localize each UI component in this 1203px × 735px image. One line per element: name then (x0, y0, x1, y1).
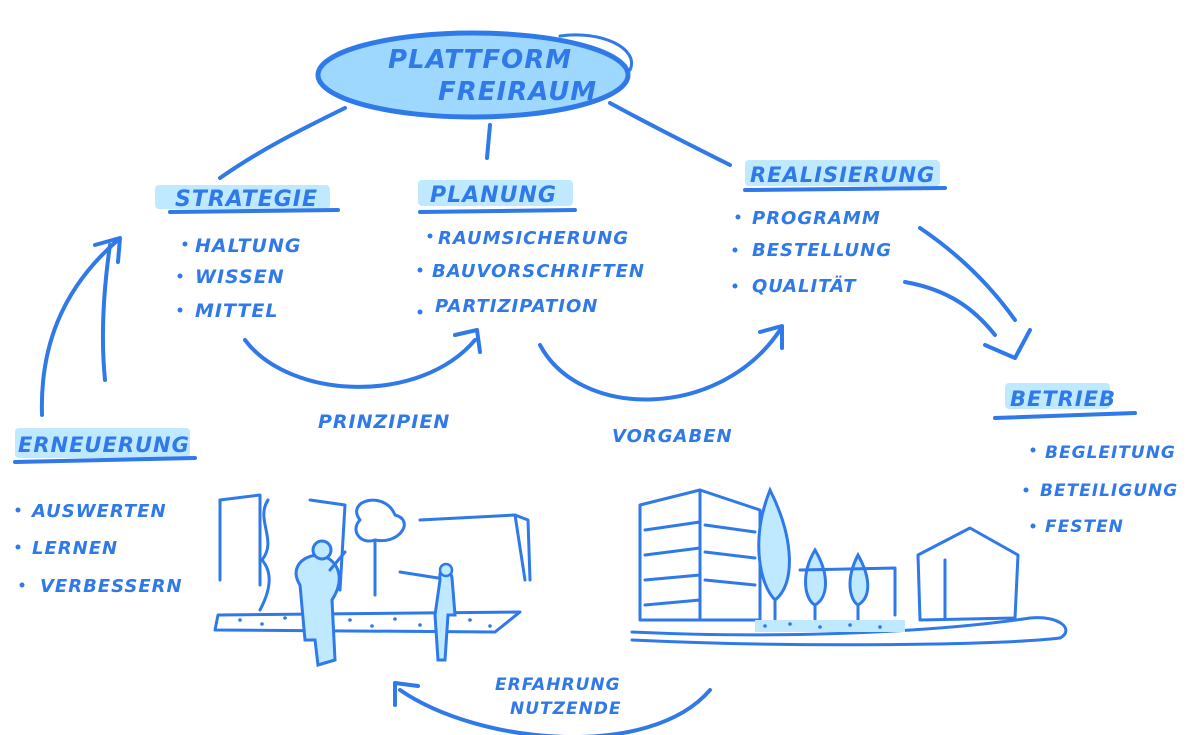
planung-title: PLANUNG (430, 183, 557, 208)
sketch-open-space (213, 493, 532, 667)
betrieb-title: BETRIEB (1010, 387, 1116, 411)
realisierung-block: REALISIERUNG PROGRAMM BESTELLUNG QUALITÄ… (732, 160, 947, 297)
strategie-item-1: HALTUNG (195, 235, 301, 257)
platform-title-line2: FREIRAUM (438, 77, 597, 107)
erneuerung-item-3: VERBESSERN (40, 576, 183, 597)
prinzipien-label: PRINZIPIEN (318, 411, 450, 433)
erneuerung-item-2: LERNEN (32, 538, 118, 559)
realisierung-title: REALISIERUNG (750, 163, 935, 187)
realisierung-item-1: PROGRAMM (752, 208, 881, 229)
erneuerung-item-1: AUSWERTEN (30, 501, 167, 522)
sketch-built-environment (630, 486, 1068, 647)
platform-title-line1: PLATTFORM (388, 45, 572, 75)
arrow-to-betrieb (903, 226, 1032, 360)
betrieb-item-3: FESTEN (1045, 517, 1124, 537)
planung-item-1: RAUMSICHERUNG (438, 228, 629, 249)
betrieb-highlight (1005, 383, 1110, 409)
connector-strategie (218, 106, 347, 180)
strategie-item-3: MITTEL (195, 300, 278, 322)
arrow-prinzipien: PRINZIPIEN (243, 328, 482, 433)
platform-node: PLATTFORM FREIRAUM (315, 30, 634, 120)
erneuerung-highlight (15, 428, 190, 458)
betrieb-item-1: BEGLEITUNG (1045, 443, 1176, 463)
realisierung-item-3: QUALITÄT (752, 275, 857, 297)
strategie-block: STRATEGIE HALTUNG WISSEN MITTEL (155, 185, 340, 322)
erneuerung-block: ERNEUERUNG AUSWERTEN LERNEN VERBESSERN (13, 428, 197, 597)
erfahrung-label-line1: ERFAHRUNG (495, 675, 621, 695)
connector-realisierung (608, 101, 732, 167)
realisierung-item-2: BESTELLUNG (752, 240, 892, 261)
erfahrung-label-line2: NUTZENDE (510, 699, 622, 719)
vorgaben-label: VORGABEN (612, 426, 733, 447)
betrieb-item-2: BETEILIGUNG (1040, 481, 1178, 501)
planung-item-2: BAUVORSCHRIFTEN (432, 261, 645, 282)
erneuerung-title: ERNEUERUNG (18, 433, 190, 457)
betrieb-block: BETRIEB BEGLEITUNG BETEILIGUNG FESTEN (993, 383, 1178, 537)
realisierung-highlight (745, 160, 940, 186)
arrow-erfahrung: ERFAHRUNG NUTZENDE (393, 675, 712, 735)
planung-highlight (418, 180, 573, 206)
strategie-highlight (155, 185, 330, 209)
strategie-title: STRATEGIE (175, 187, 318, 212)
arrow-to-strategie (39, 236, 122, 417)
strategie-item-2: WISSEN (195, 266, 285, 288)
planung-block: PLANUNG RAUMSICHERUNG BAUVORSCHRIFTEN PA… (417, 180, 645, 317)
planung-item-3: PARTIZIPATION (435, 296, 598, 317)
connector-planung (485, 123, 492, 160)
arrow-vorgaben: VORGABEN (538, 324, 784, 447)
